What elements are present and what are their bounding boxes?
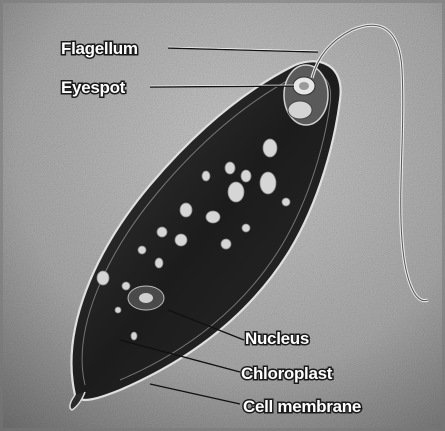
chloroplast bbox=[263, 139, 277, 157]
chloroplast bbox=[157, 227, 167, 237]
chloroplast bbox=[138, 246, 146, 254]
chloroplast-label: Chloroplast bbox=[241, 364, 333, 383]
contractile-vacuole bbox=[288, 101, 312, 119]
chloroplast bbox=[122, 282, 130, 290]
chloroplast bbox=[202, 171, 210, 181]
cell-membrane-label: Cell membrane bbox=[243, 397, 361, 416]
chloroplast bbox=[241, 170, 251, 182]
chloroplast bbox=[180, 203, 192, 217]
chloroplast bbox=[282, 198, 290, 206]
eyespot-label: Eyespot bbox=[61, 78, 126, 97]
nucleus-label: Nucleus bbox=[245, 329, 309, 348]
eyespot-center bbox=[299, 82, 309, 90]
chloroplast bbox=[260, 172, 276, 194]
chloroplast bbox=[225, 162, 235, 174]
chloroplast bbox=[206, 211, 220, 223]
flagellum-label: Flagellum bbox=[61, 39, 138, 58]
chloroplast bbox=[115, 307, 121, 313]
chloroplast bbox=[175, 234, 187, 246]
chloroplast bbox=[131, 332, 137, 340]
chloroplast bbox=[228, 182, 244, 202]
chloroplast bbox=[155, 258, 163, 268]
chloroplast bbox=[221, 239, 231, 249]
chloroplast bbox=[242, 224, 250, 232]
chloroplast bbox=[97, 271, 109, 285]
nucleus-organelle bbox=[128, 286, 164, 310]
